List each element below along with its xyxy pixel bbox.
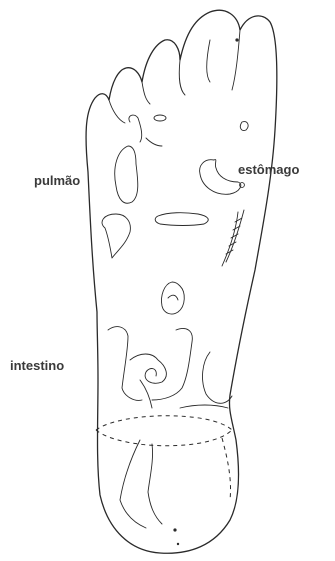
label-stomach: estômago — [238, 162, 299, 177]
toe-line-2 — [142, 82, 150, 104]
stomach-marker — [240, 183, 245, 188]
dot-toe — [235, 38, 238, 41]
spine-reflex-hatch — [222, 210, 244, 266]
label-lung: pulmão — [34, 173, 80, 188]
reflex-point-ear — [240, 122, 248, 131]
stomach-organ — [200, 160, 241, 195]
label-intestine: intestino — [10, 358, 64, 373]
foot-outline — [86, 10, 277, 553]
heel-zone-dashed-bottom — [96, 430, 232, 446]
toe-line-4 — [207, 40, 210, 82]
heel-zone-dashed-top — [96, 416, 232, 430]
lung-organ — [115, 115, 162, 203]
toe-line-3 — [179, 60, 185, 95]
intestine-organ — [108, 327, 192, 408]
pancreas-organ — [155, 213, 208, 226]
arch-line — [203, 352, 232, 403]
heel-line — [120, 440, 162, 528]
heel-zone-dashed-side — [222, 438, 231, 500]
reflex-point-eye — [154, 115, 166, 121]
arch-line-lower — [180, 405, 228, 408]
kidney-organ — [161, 282, 184, 314]
liver-organ — [102, 214, 130, 258]
toe-line-1 — [109, 100, 125, 123]
heel-dot-lower — [177, 543, 179, 545]
heel-dot — [173, 528, 176, 531]
